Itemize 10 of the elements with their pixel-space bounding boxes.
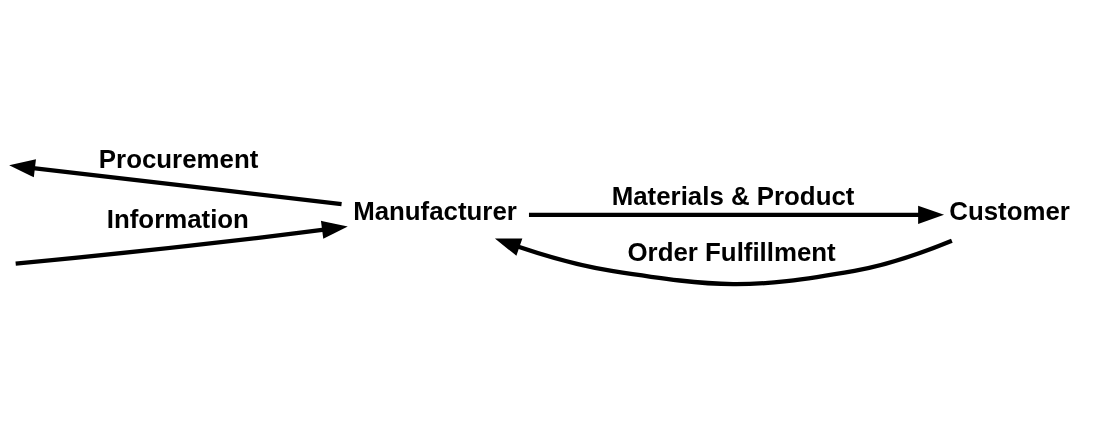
arrow: [15, 220, 348, 266]
edge-label: Order Fulfillment: [627, 237, 836, 266]
arrow: [528, 205, 945, 224]
node-text: Manufacturer: [353, 196, 517, 225]
arrow: [9, 158, 342, 206]
edge-label: Information: [106, 204, 249, 233]
edge-label: Materials & Product: [611, 181, 855, 210]
node-text: Customer: [949, 196, 1070, 225]
edge-label: Procurement: [98, 144, 259, 173]
arrow: [494, 238, 953, 286]
